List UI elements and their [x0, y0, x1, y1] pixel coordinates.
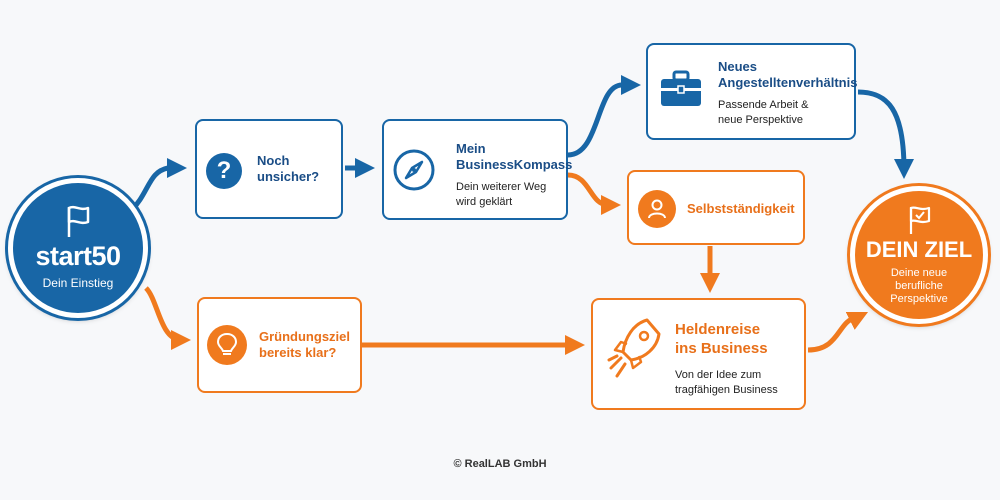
person-icon [638, 190, 676, 228]
hero-title-line1: Heldenreise [675, 321, 761, 338]
employment-sub-line2: neue Perspektive [718, 114, 803, 126]
arrow-employment-goal [857, 89, 914, 179]
flag-check-icon [909, 206, 931, 234]
employment-sub-line1: Passende Arbeit & [718, 99, 809, 111]
start-title: start50 [35, 241, 121, 271]
goal-node: DEIN ZIEL Deine neue berufliche Perspekt… [850, 186, 988, 324]
employment-card: Neues Angestelltenverhältnis Passende Ar… [646, 43, 858, 140]
rocket-icon [607, 318, 661, 378]
lightbulb-icon [207, 325, 247, 365]
unsure-card: ? Noch unsicher? [195, 119, 343, 219]
goal-subtitle: Deine neue berufliche Perspektive [890, 267, 948, 305]
start-subtitle: Dein Einstieg [42, 276, 114, 290]
hero-card: Heldenreise ins Business Von der Idee zu… [591, 298, 806, 410]
arrow-compass-selfemployed [567, 172, 621, 215]
arrow-compass-employment [567, 75, 641, 158]
selfemployed-card: Selbstständigkeit [627, 170, 805, 245]
compass-sub-line2: wird geklärt [456, 196, 513, 208]
goal-title: DEIN ZIEL [865, 237, 973, 262]
employment-title-line2: Angestelltenverhältnis [718, 75, 858, 90]
flag-icon [67, 205, 90, 237]
briefcase-icon [661, 70, 701, 106]
compass-sub-line1: Dein weiterer Weg [456, 181, 547, 193]
question-icon: ? [206, 153, 242, 189]
founding-card: Gründungsziel bereits klar? [197, 297, 362, 393]
compass-title-line1: Mein [456, 141, 486, 156]
selfemployed-title: Selbstständigkeit [687, 201, 795, 216]
hero-sub-line1: Von der Idee zum [675, 369, 762, 381]
arrow-hero-goal [807, 311, 869, 353]
founding-title-line1: Gründungsziel [259, 329, 350, 344]
compass-icon [393, 149, 435, 191]
compass-title-line2: BusinessKompass [456, 157, 573, 172]
hero-title-line2: ins Business [675, 340, 768, 357]
copyright-footer: © RealLAB GmbH [453, 458, 547, 470]
arrow-start-unsure [128, 158, 187, 214]
founding-title-line2: bereits klar? [259, 345, 337, 360]
compass-card: Mein BusinessKompass Dein weiterer Weg w… [382, 119, 572, 220]
start-node: start50 Dein Einstieg [8, 178, 148, 318]
hero-sub-line2: tragfähigen Business [675, 384, 778, 396]
unsure-title-line2: unsicher? [257, 169, 320, 184]
unsure-title-line1: Noch [257, 153, 290, 168]
arrow-start-founding [144, 286, 191, 350]
employment-title-line1: Neues [718, 59, 758, 74]
